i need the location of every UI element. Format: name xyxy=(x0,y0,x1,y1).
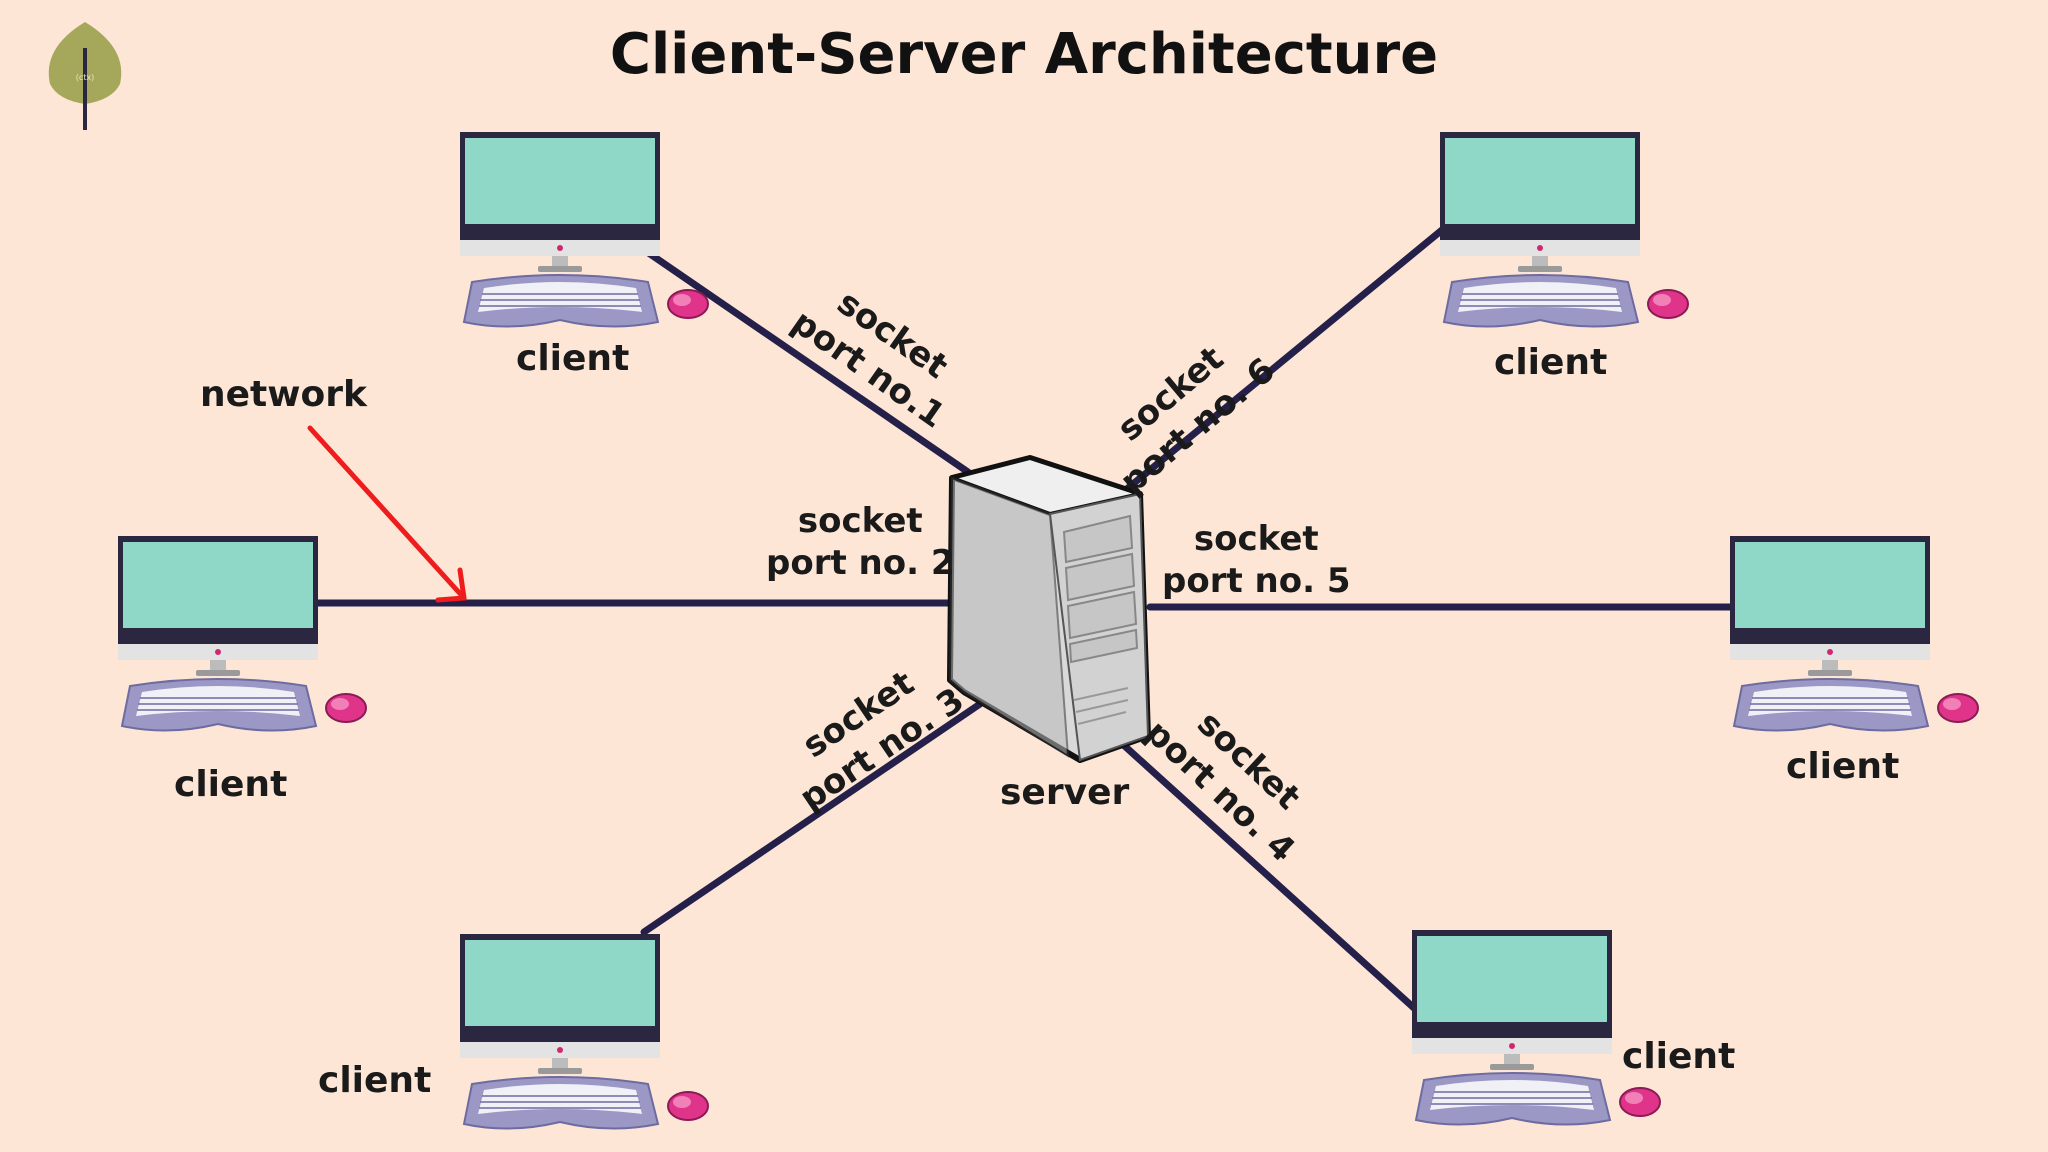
page-title: Client-Server Architecture xyxy=(609,22,1439,87)
client-label-4: client xyxy=(1622,1036,1736,1077)
client-label-6: client xyxy=(1494,342,1608,383)
client-label-3: client xyxy=(318,1060,432,1101)
client-label-1: client xyxy=(516,338,630,379)
client-computer-1 xyxy=(459,131,709,328)
server-label: server xyxy=(1000,772,1130,813)
client-computer-3 xyxy=(459,933,709,1130)
client-label-2: client xyxy=(174,764,288,805)
link-line-port-6 xyxy=(1124,226,1446,492)
socket-label-port-5: socket port no. 5 xyxy=(1162,518,1351,602)
client-computer-5 xyxy=(1729,535,1979,732)
server-tower xyxy=(947,455,1151,763)
socket-word-2: socket xyxy=(797,501,923,541)
link-line-port-1 xyxy=(630,239,972,476)
client-computer-4 xyxy=(1411,929,1661,1126)
svg-text:(ctx): (ctx) xyxy=(76,73,95,82)
link-line-port-4 xyxy=(1114,736,1418,1012)
socket-label-port-2: socket port no. 2 xyxy=(766,500,955,584)
link-line-port-3 xyxy=(640,700,984,936)
socket-port-2: port no. 2 xyxy=(766,543,955,583)
socket-word-5: socket xyxy=(1193,519,1319,559)
leaf-logo-icon: (ctx) xyxy=(48,22,122,130)
network-arrow xyxy=(307,425,467,603)
network-label: network xyxy=(200,374,367,415)
socket-port-5: port no. 5 xyxy=(1162,561,1351,601)
client-computer-2 xyxy=(117,535,367,732)
client-computer-6 xyxy=(1439,131,1689,328)
client-label-5: client xyxy=(1786,746,1900,787)
